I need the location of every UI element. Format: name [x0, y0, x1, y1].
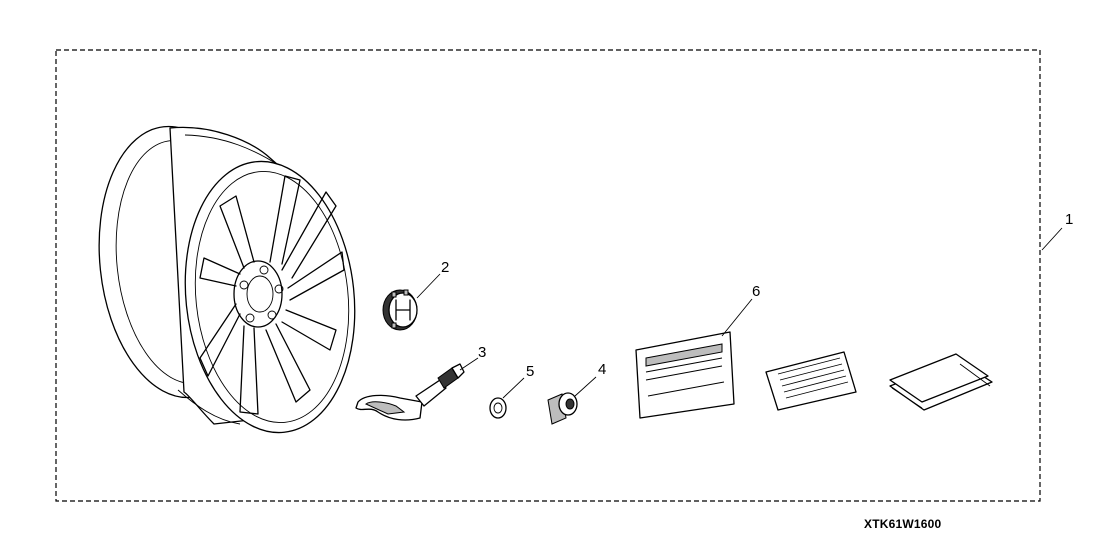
callout-1: 1 — [1065, 211, 1073, 228]
alloy-wheel — [98, 125, 356, 434]
callout-5: 5 — [526, 363, 534, 380]
callout-4: 4 — [598, 361, 606, 378]
center-cap — [382, 289, 418, 331]
instruction-sheet — [765, 351, 857, 411]
tpms-sensor — [355, 363, 465, 421]
washer — [489, 397, 507, 419]
lug-nut — [547, 392, 578, 425]
callout-6: 6 — [752, 283, 760, 300]
callout-2: 2 — [441, 259, 449, 276]
kit-boundary — [55, 49, 1041, 502]
callout-3: 3 — [478, 344, 486, 361]
figure-code: XTK61W1600 — [864, 517, 942, 531]
manual-booklet — [889, 353, 993, 411]
info-card — [635, 331, 735, 419]
